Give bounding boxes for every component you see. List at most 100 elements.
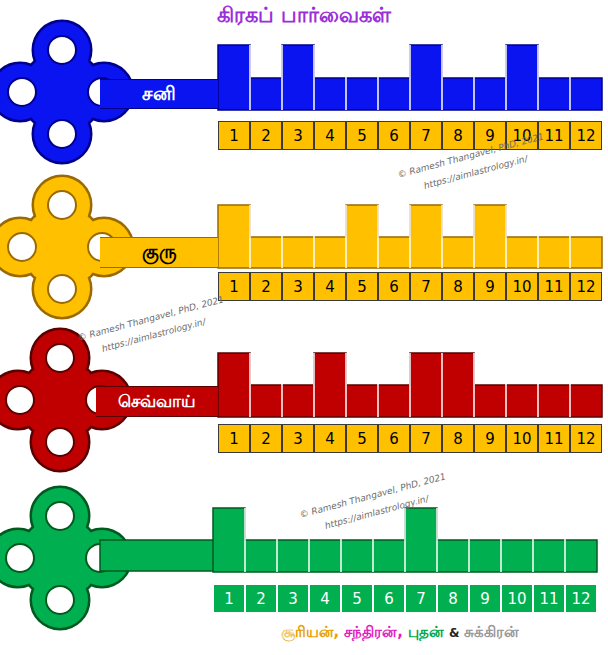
house-number: 8 bbox=[448, 590, 458, 608]
house-number-cell: 5 bbox=[346, 424, 378, 453]
house-number: 9 bbox=[485, 127, 495, 145]
house-number-cell: 9 bbox=[474, 272, 506, 301]
comb-dividers bbox=[250, 353, 570, 417]
house-number: 6 bbox=[384, 590, 394, 608]
house-number-cell: 12 bbox=[570, 121, 602, 150]
house-number-cell: 6 bbox=[378, 272, 410, 301]
house-number-cell: 4 bbox=[314, 121, 346, 150]
house-number: 7 bbox=[421, 430, 431, 448]
aspect-comb bbox=[218, 45, 602, 110]
aspect-comb bbox=[218, 205, 602, 268]
house-number-cell: 12 bbox=[565, 584, 597, 613]
house-number: 7 bbox=[421, 278, 431, 296]
house-number: 4 bbox=[320, 590, 330, 608]
house-number-cell: 5 bbox=[346, 121, 378, 150]
comb-dividers bbox=[245, 508, 565, 572]
house-number-cell: 4 bbox=[314, 272, 346, 301]
house-number-cell: 12 bbox=[570, 424, 602, 453]
planet-name: புதன் bbox=[408, 623, 444, 643]
aspect-comb bbox=[213, 508, 597, 572]
house-number-cell: 9 bbox=[469, 584, 501, 613]
house-number: 4 bbox=[325, 430, 335, 448]
house-number: 6 bbox=[389, 278, 399, 296]
house-number: 11 bbox=[539, 590, 558, 608]
house-number-cell: 8 bbox=[437, 584, 469, 613]
house-number-cell: 2 bbox=[250, 272, 282, 301]
house-number: 7 bbox=[421, 127, 431, 145]
house-number: 10 bbox=[512, 430, 531, 448]
house-number-cell: 4 bbox=[309, 584, 341, 613]
house-number: 11 bbox=[544, 127, 563, 145]
house-number: 3 bbox=[288, 590, 298, 608]
house-number-cell: 1 bbox=[213, 584, 245, 613]
house-number: 2 bbox=[261, 127, 271, 145]
planet-name: செவ்வாய் bbox=[118, 391, 196, 413]
key-shank: குரு bbox=[100, 237, 218, 268]
planet-name: குரு bbox=[142, 240, 177, 265]
house-number-cell: 2 bbox=[250, 121, 282, 150]
house-number: 4 bbox=[325, 127, 335, 145]
house-number-cell: 8 bbox=[442, 272, 474, 301]
house-number: 11 bbox=[544, 278, 563, 296]
house-number: 2 bbox=[261, 430, 271, 448]
house-number: 12 bbox=[576, 278, 595, 296]
house-number: 12 bbox=[576, 127, 595, 145]
house-number: 10 bbox=[512, 278, 531, 296]
house-number: 8 bbox=[453, 127, 463, 145]
house-number: 12 bbox=[576, 430, 595, 448]
house-number: 3 bbox=[293, 127, 303, 145]
house-number-cell: 1 bbox=[218, 121, 250, 150]
house-number-cell: 1 bbox=[218, 424, 250, 453]
house-number-cell: 5 bbox=[341, 584, 373, 613]
house-number-cell: 2 bbox=[245, 584, 277, 613]
house-number: 6 bbox=[389, 430, 399, 448]
house-number: 7 bbox=[416, 590, 426, 608]
house-number: 5 bbox=[352, 590, 362, 608]
key-shank: செவ்வாய் bbox=[96, 386, 218, 417]
house-number-cell: 3 bbox=[282, 121, 314, 150]
comb-dividers bbox=[250, 205, 570, 268]
house-number: 10 bbox=[507, 590, 526, 608]
house-number: 3 bbox=[293, 430, 303, 448]
house-number-cell: 11 bbox=[538, 272, 570, 301]
planet-name: சனி bbox=[142, 82, 176, 107]
house-number-cell: 5 bbox=[346, 272, 378, 301]
key-shank bbox=[100, 540, 215, 571]
house-number: 2 bbox=[261, 278, 271, 296]
house-number: 1 bbox=[229, 127, 239, 145]
house-number: 6 bbox=[389, 127, 399, 145]
house-number-cell: 3 bbox=[282, 272, 314, 301]
title: கிரகப் பார்வைகள் bbox=[0, 3, 608, 30]
house-number-cell: 3 bbox=[277, 584, 309, 613]
house-number: 3 bbox=[293, 278, 303, 296]
house-number: 9 bbox=[485, 278, 495, 296]
aspect-comb bbox=[218, 353, 602, 417]
house-number: 9 bbox=[480, 590, 490, 608]
house-number-cell: 12 bbox=[570, 272, 602, 301]
house-number: 1 bbox=[229, 278, 239, 296]
house-number-cell: 10 bbox=[506, 272, 538, 301]
planet-name: சுக்கிரன் bbox=[464, 623, 519, 643]
house-number-cell: 7 bbox=[410, 121, 442, 150]
house-number: 5 bbox=[357, 430, 367, 448]
house-number-cell: 6 bbox=[373, 584, 405, 613]
planet-name: சந்திரன், bbox=[344, 623, 403, 643]
house-number: 8 bbox=[453, 430, 463, 448]
planet-name: சூரியன், bbox=[281, 623, 340, 643]
house-number-cell: 3 bbox=[282, 424, 314, 453]
house-number: 4 bbox=[325, 278, 335, 296]
key-shank: சனி bbox=[100, 79, 218, 109]
house-number-cell: 9 bbox=[474, 424, 506, 453]
house-number: 1 bbox=[224, 590, 234, 608]
house-number: 2 bbox=[256, 590, 266, 608]
house-number: 11 bbox=[544, 430, 563, 448]
house-number: 9 bbox=[485, 430, 495, 448]
house-number: 5 bbox=[357, 278, 367, 296]
house-number-cell: 4 bbox=[314, 424, 346, 453]
house-number-cell: 6 bbox=[378, 121, 410, 150]
planet-group-caption: சூரியன்,சந்திரன்,புதன்&சுக்கிரன் bbox=[200, 623, 600, 643]
house-number-cell: 11 bbox=[533, 584, 565, 613]
house-number-cell: 6 bbox=[378, 424, 410, 453]
